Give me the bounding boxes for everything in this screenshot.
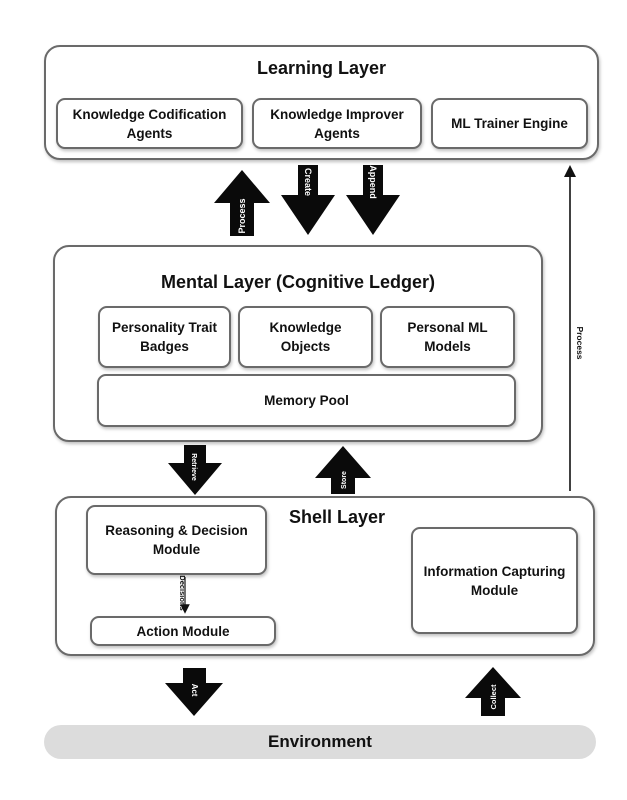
decisions-label: Decisions — [178, 575, 187, 610]
action-module-box: Action Module — [90, 616, 276, 646]
reasoning-decision-module-box: Reasoning & Decision Module — [86, 505, 267, 575]
append-arrow-label: Append — [368, 165, 378, 199]
environment-bar: Environment — [44, 725, 596, 759]
learning-layer-title: Learning Layer — [256, 58, 387, 78]
decisions-arrow: Decisions — [178, 575, 190, 614]
create-down-arrow: Create — [281, 165, 335, 235]
knowledge-objects-box: Knowledge Objects — [238, 306, 373, 368]
process-arrow-label: Process — [237, 198, 247, 233]
process-up-arrow: Process — [214, 170, 270, 236]
act-down-arrow: Act — [165, 668, 223, 716]
process-side-label: Process — [575, 326, 585, 359]
create-arrow-label: Create — [303, 168, 313, 196]
retrieve-arrow-label: Retrieve — [190, 453, 197, 481]
mental-layer-title: Mental Layer (Cognitive Ledger) — [160, 272, 436, 292]
collect-up-arrow: Collect — [465, 667, 521, 716]
store-arrow-label: Store — [341, 471, 348, 489]
append-down-arrow: Append — [346, 165, 400, 235]
memory-pool-box: Memory Pool — [97, 374, 516, 427]
act-arrow-label: Act — [190, 684, 199, 697]
process-side-arrow: Process — [564, 165, 585, 491]
ml-trainer-engine-box: ML Trainer Engine — [431, 98, 588, 149]
personality-trait-badges-box: Personality Trait Badges — [98, 306, 231, 368]
collect-arrow-label: Collect — [489, 684, 498, 710]
store-up-arrow: Store — [315, 446, 371, 494]
knowledge-codification-agents-box: Knowledge Codification Agents — [56, 98, 243, 149]
knowledge-improver-agents-box: Knowledge Improver Agents — [252, 98, 422, 149]
shell-layer-title: Shell Layer — [288, 507, 386, 527]
information-capturing-module-box: Information Capturing Module — [411, 527, 578, 634]
retrieve-down-arrow: Retrieve — [168, 445, 222, 495]
personal-ml-models-box: Personal ML Models — [380, 306, 515, 368]
